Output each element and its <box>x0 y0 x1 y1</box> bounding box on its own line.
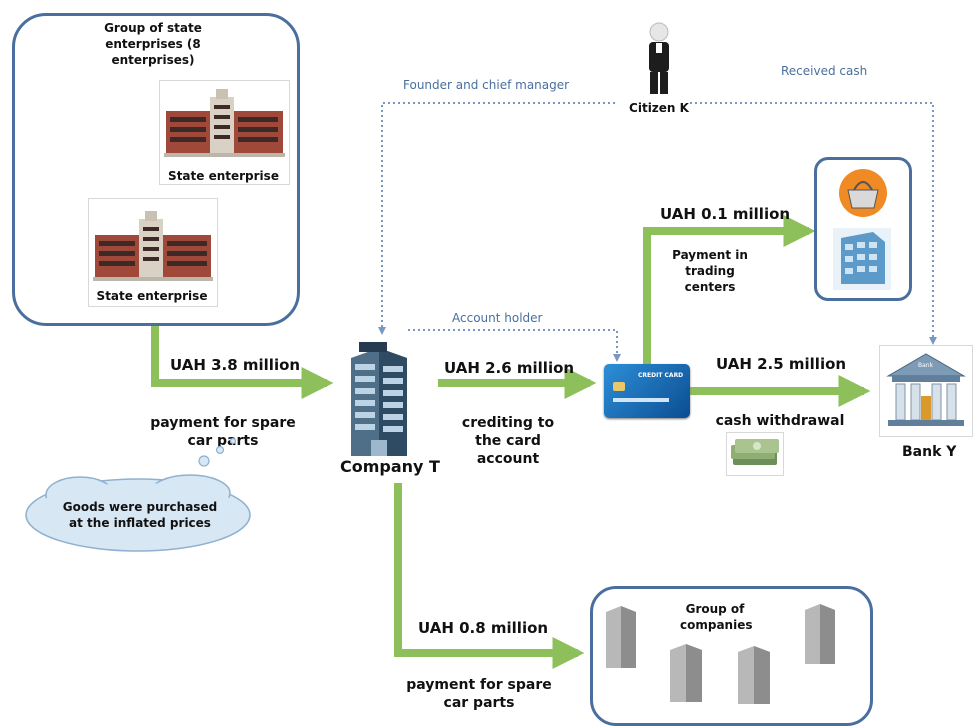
grey-building-icon <box>670 644 702 702</box>
flow-arrow-company-to-group <box>394 483 585 669</box>
to-card-amount: UAH 2.6 million <box>444 359 575 377</box>
state-group-title: Group of state enterprises (8 enterprise… <box>104 21 202 67</box>
building-icon <box>164 89 285 157</box>
to-group-desc: payment for spare car parts <box>406 677 552 711</box>
state-enterprise-2 <box>88 198 218 307</box>
company-t-building-icon <box>345 340 413 460</box>
received-cash-link-label: Received cash <box>781 64 868 78</box>
person-icon <box>649 22 669 94</box>
card-number-strip <box>613 398 669 402</box>
credit-card-icon: CREDIT CARD <box>604 364 690 418</box>
grey-building-icon <box>738 646 770 704</box>
flow-arrow-state-to-company <box>151 323 334 399</box>
bank-sign-text: Bank <box>918 362 934 369</box>
card-chip <box>613 382 625 391</box>
dotted-received-cash-line <box>690 102 937 345</box>
company-t-label: Company T <box>340 457 440 476</box>
bank-y-label: Bank Y <box>902 444 957 460</box>
companies-group-title: Group of companies <box>680 602 753 632</box>
shopping-basket-icon <box>838 168 888 218</box>
to-company-amount: UAH 3.8 million <box>170 356 301 374</box>
to-group-amount: UAH 0.8 million <box>418 619 549 637</box>
to-company-desc: payment for spare car parts <box>150 415 296 449</box>
bank-building-icon <box>886 353 966 426</box>
flow-arrow-card-to-trading <box>643 215 816 366</box>
citizen-figure <box>640 22 678 96</box>
state-enterprise-1 <box>159 80 290 185</box>
state-enterprise-1-label: State enterprise <box>168 169 279 183</box>
cash-stack-icon <box>726 432 784 476</box>
state-enterprise-2-label: State enterprise <box>96 289 208 303</box>
to-bank-amount: UAH 2.5 million <box>716 355 847 373</box>
citizen-label: Citizen K <box>629 101 689 115</box>
to-card-desc: crediting to the card account <box>461 415 555 467</box>
to-bank-desc: cash withdrawal <box>715 413 845 429</box>
grey-building-icon <box>606 606 636 668</box>
account-holder-link-label: Account holder <box>452 311 543 325</box>
note-text: Goods were purchased at the inflated pri… <box>62 500 218 530</box>
bank-y-node: Bank <box>879 345 973 437</box>
dotted-founder-line <box>378 102 615 335</box>
card-text: CREDIT CARD <box>638 372 684 379</box>
to-trading-amount: UAH 0.1 million <box>660 205 791 223</box>
office-building-icon <box>833 228 891 290</box>
grey-building-icon <box>805 604 835 664</box>
founder-link-label: Founder and chief manager <box>403 78 570 92</box>
building-icon <box>93 211 213 281</box>
to-trading-desc: Payment in trading centers <box>672 248 748 294</box>
